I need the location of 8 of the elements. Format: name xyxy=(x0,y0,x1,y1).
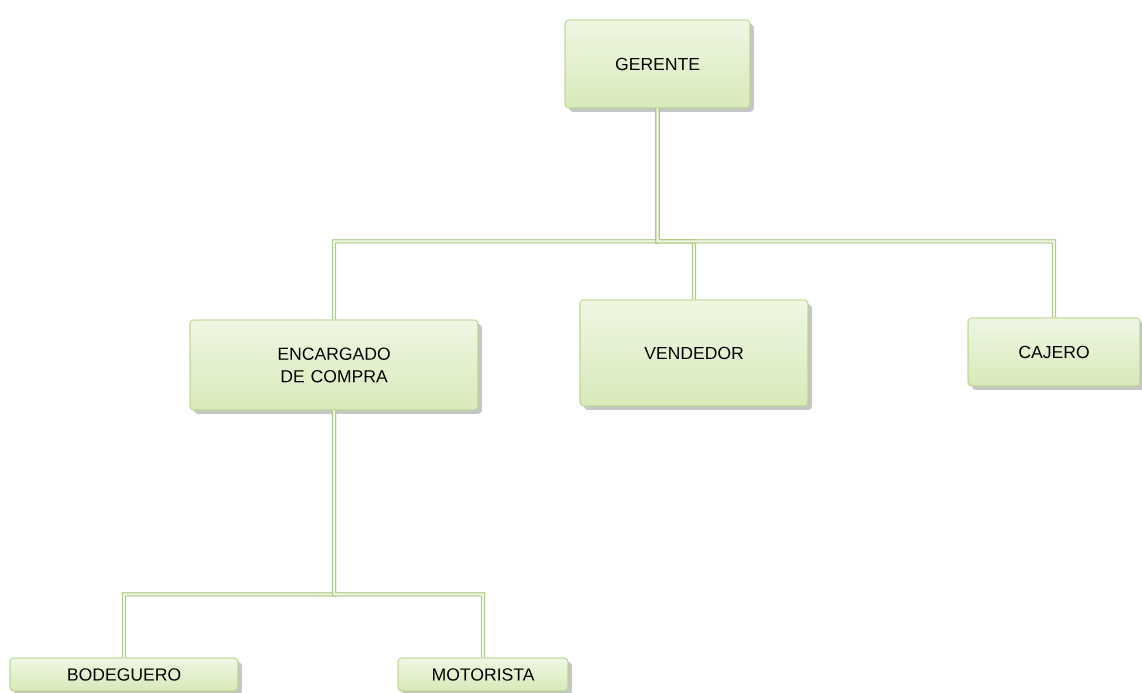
org-box: GERENTE xyxy=(564,19,754,112)
org-box: BODEGUERO xyxy=(9,657,242,693)
connector-line xyxy=(331,410,486,658)
org-box: VENDEDOR xyxy=(579,299,812,410)
org-box: ENCARGADO DE COMPRA xyxy=(189,319,482,414)
connector-line xyxy=(655,108,1057,318)
org-box: MOTORISTA xyxy=(397,657,572,693)
org-box: CAJERO xyxy=(967,317,1142,390)
